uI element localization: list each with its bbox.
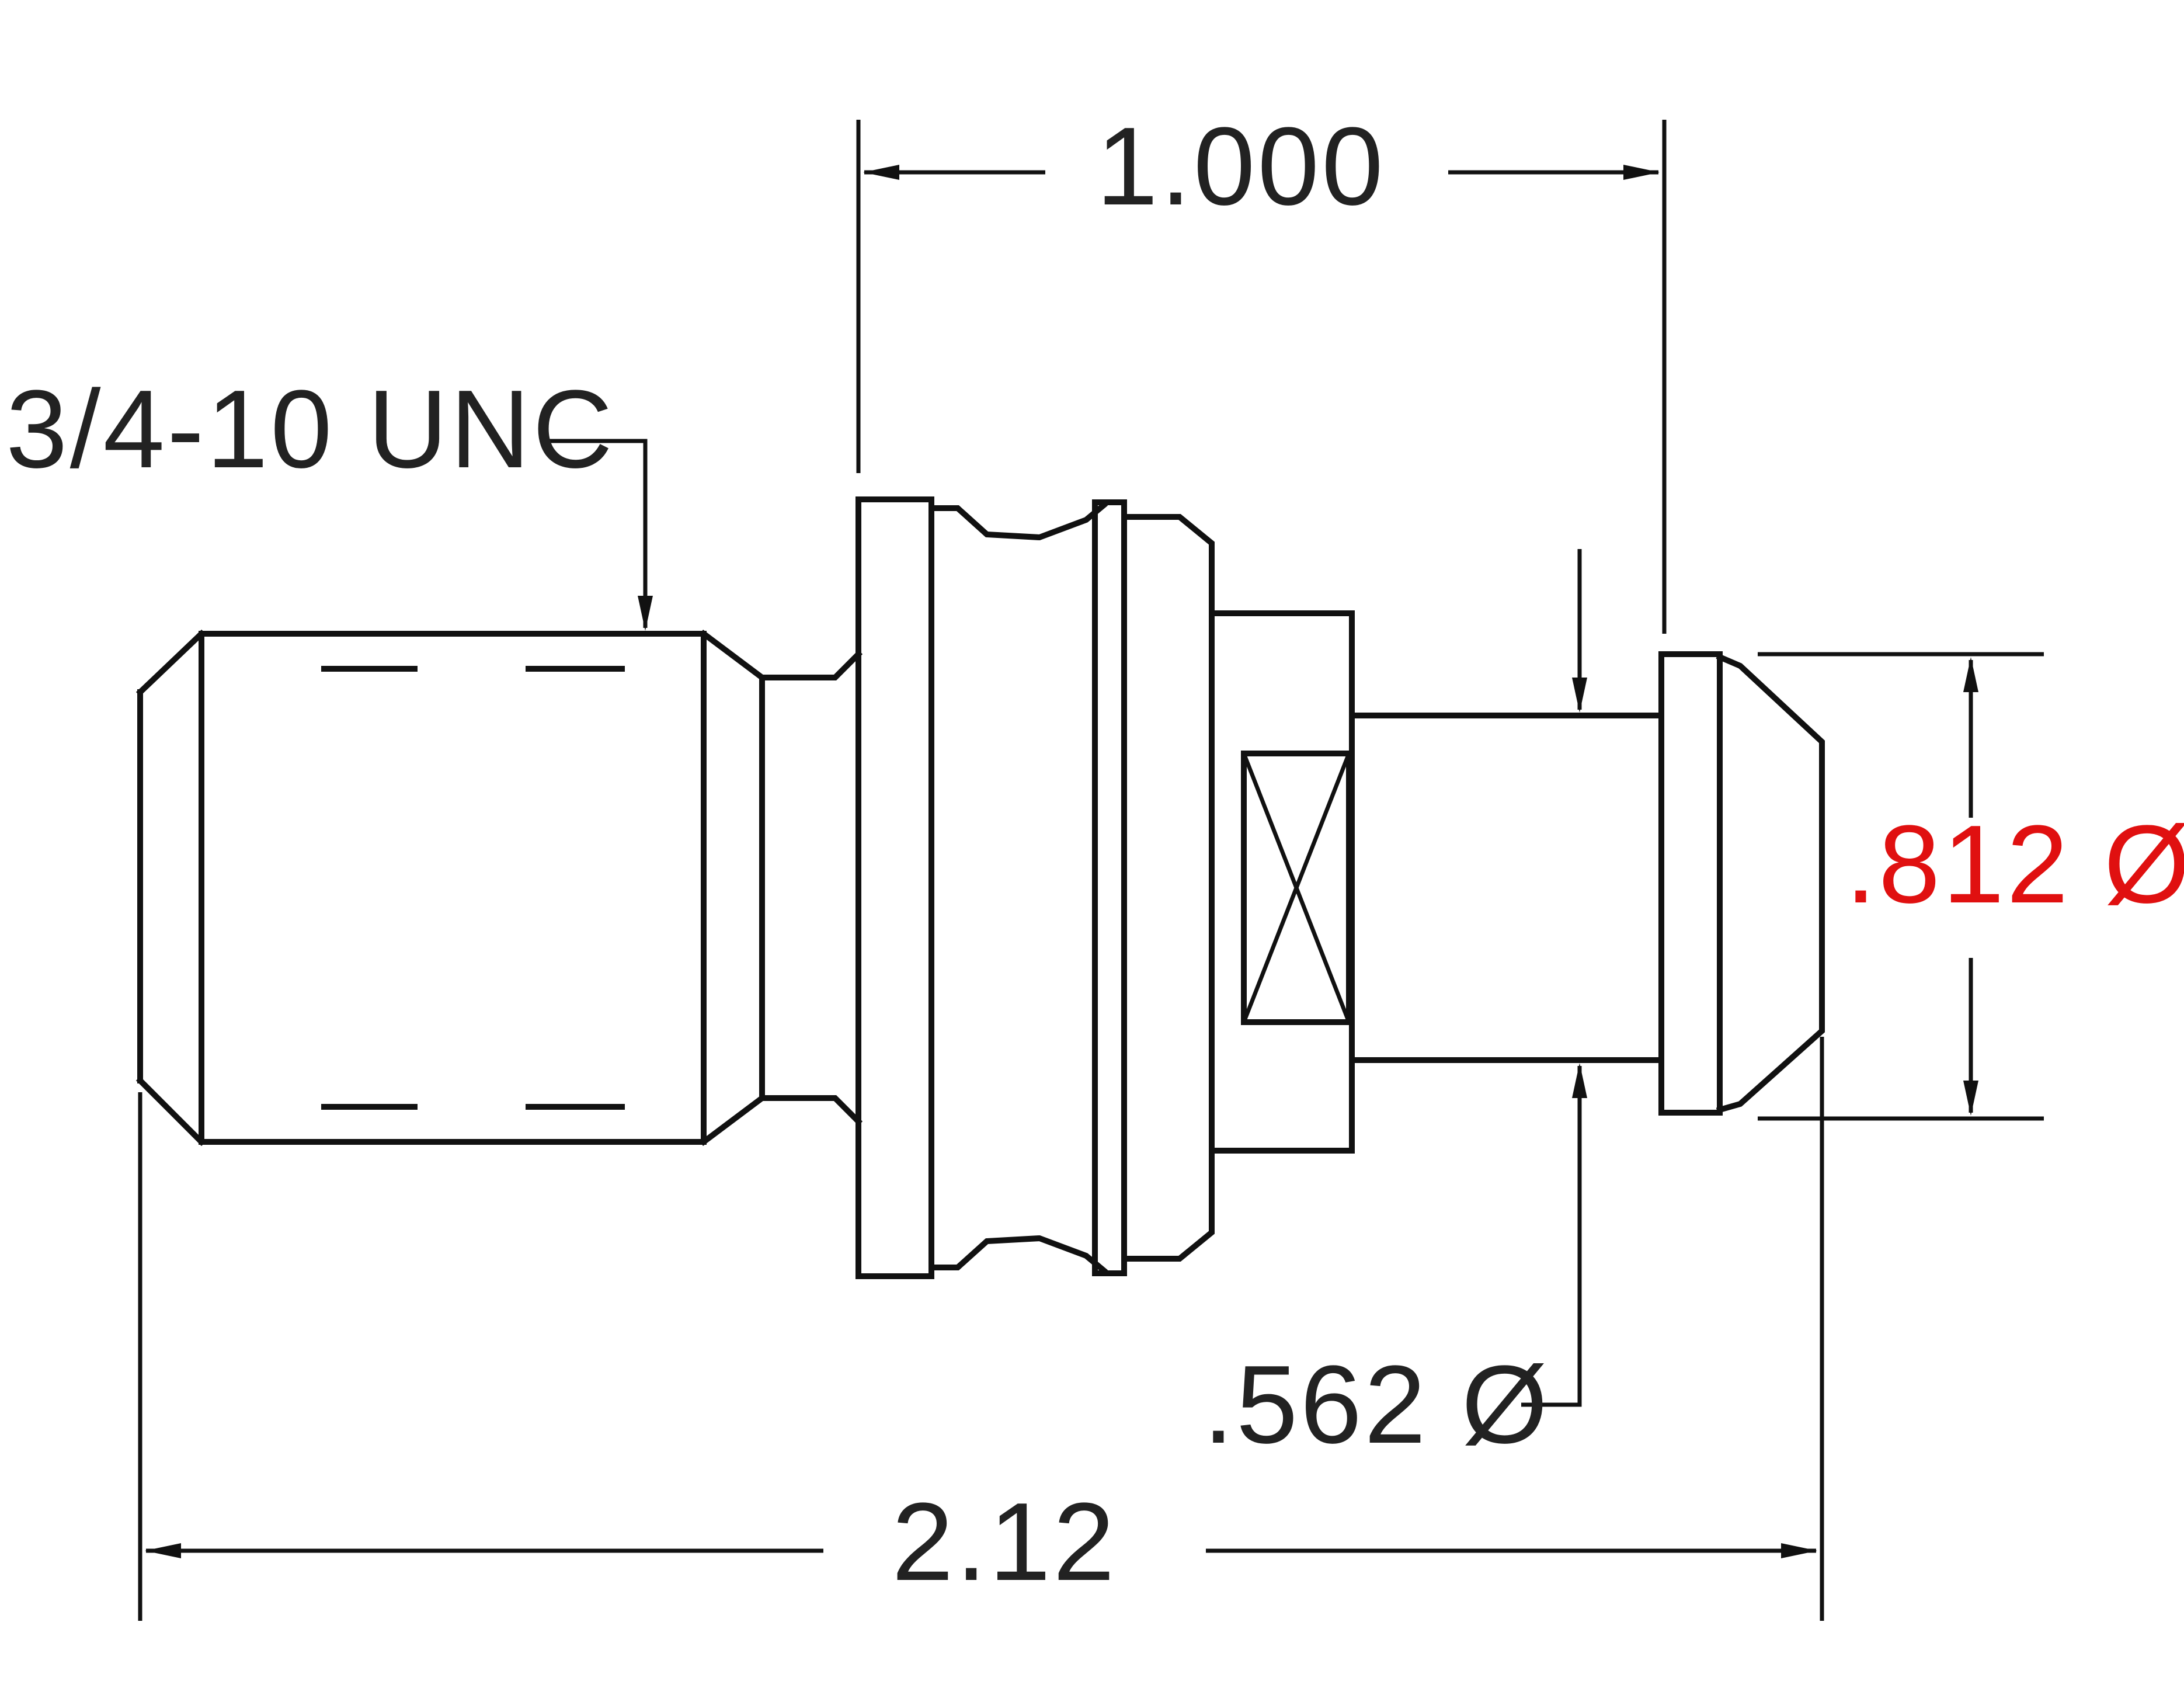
flange-body (855, 496, 1215, 1279)
shank-section (1352, 713, 1661, 1063)
dimension-label-overall-length: 2.12 (892, 1480, 1117, 1604)
dimension-thread-spec: 3/4-10 UNC (6, 367, 653, 631)
hex-section (1215, 610, 1355, 1154)
relief-neck (759, 650, 863, 1126)
dimension-head-diameter: .812 Ø (1758, 652, 2184, 1121)
dimension-label-top-length: 1.000 (1096, 105, 1385, 228)
dimension-neck-diameter: .562 Ø (1203, 549, 1587, 1467)
dimension-label-thread-spec: 3/4-10 UNC (6, 367, 615, 491)
dimension-top-length: 1.000 (856, 105, 1667, 634)
dimension-label-head-diameter: .812 Ø (1845, 803, 2184, 926)
knob-head (1658, 651, 1825, 1116)
threaded-section (135, 629, 766, 1147)
dimension-label-neck-diameter: .562 Ø (1203, 1343, 1550, 1467)
dimension-overall-length: 2.12 (138, 1037, 1824, 1621)
